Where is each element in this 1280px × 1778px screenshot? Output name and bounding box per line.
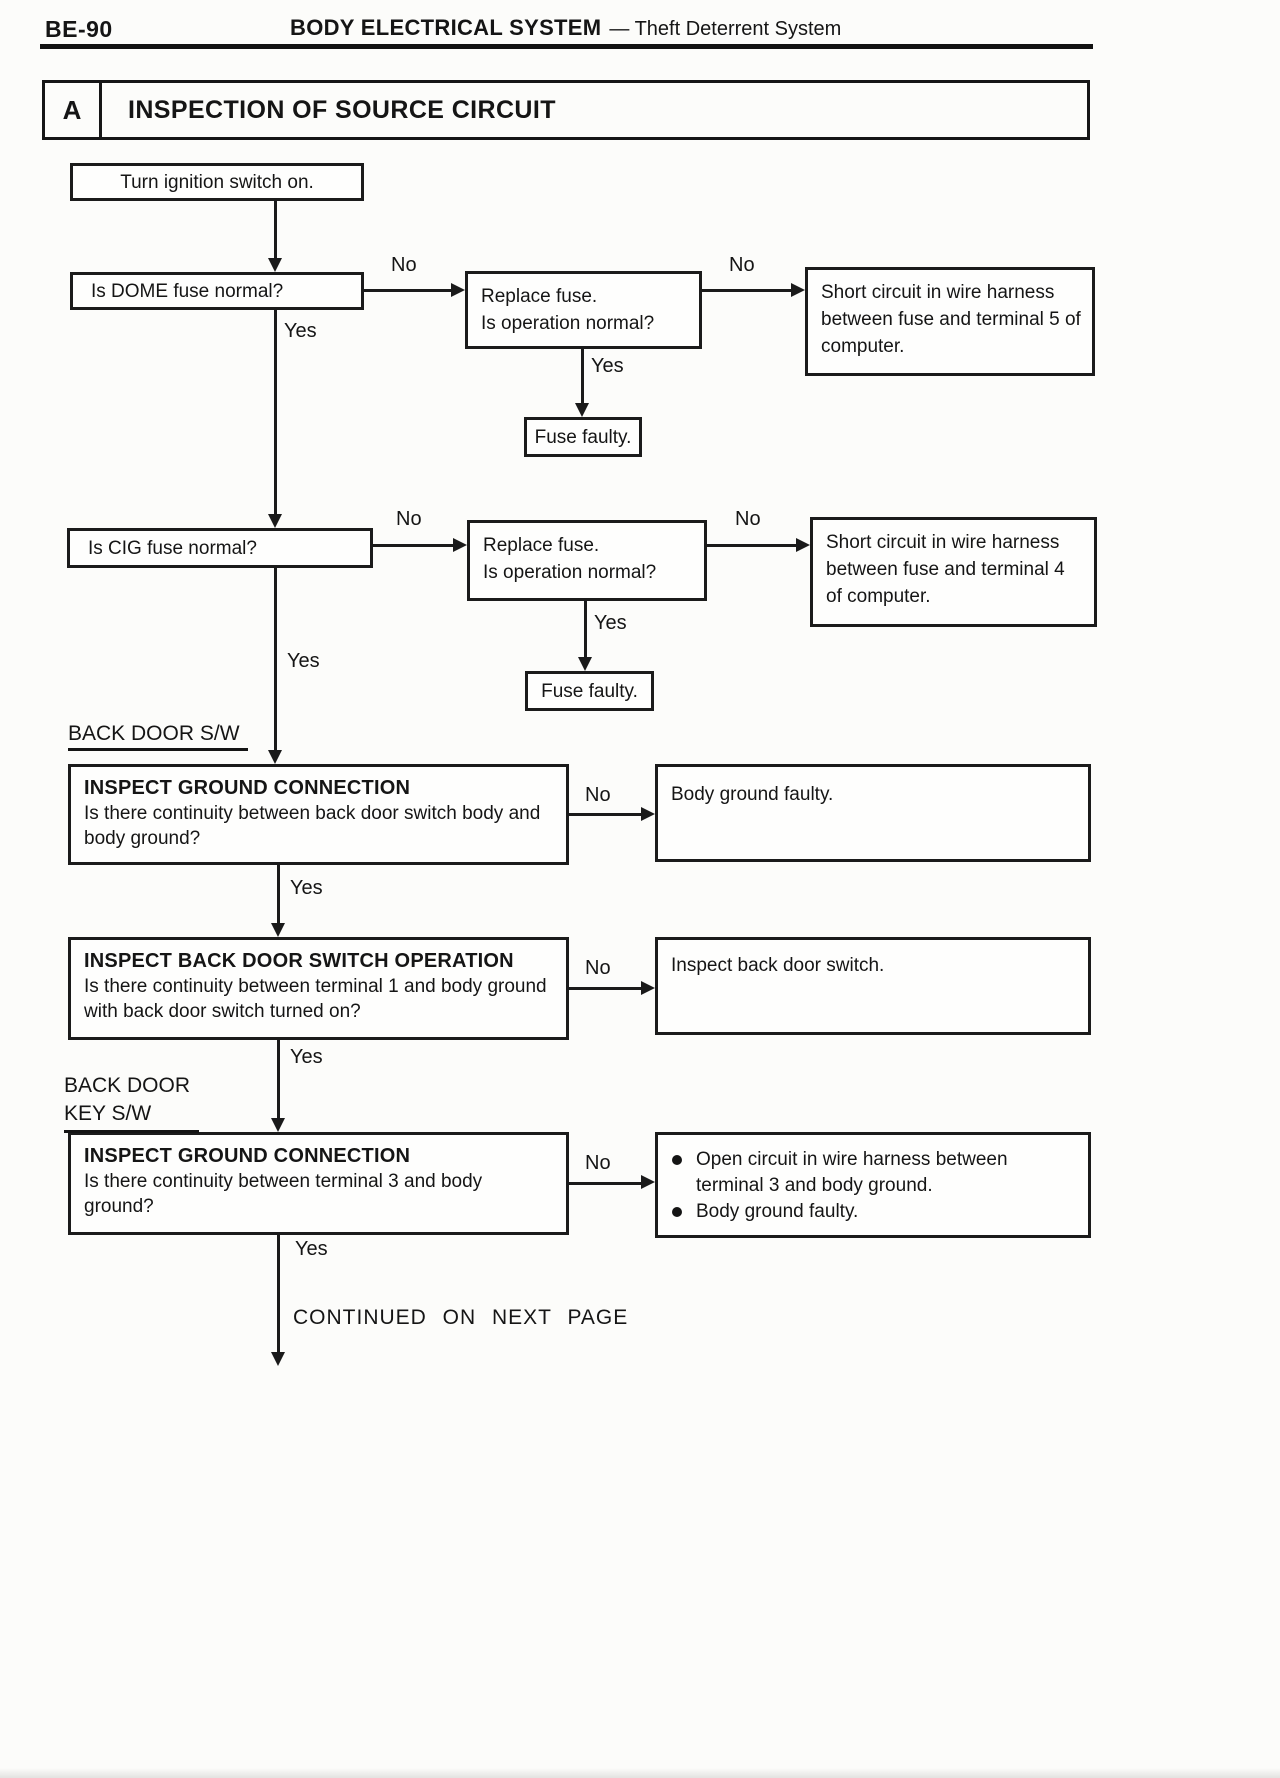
arrow-replace2-to-short4 — [707, 544, 797, 547]
page-header: BODY ELECTRICAL SYSTEM — Theft Deterrent… — [290, 15, 841, 41]
header-subtitle: — Theft Deterrent System — [609, 18, 842, 40]
replace-fuse-dome-line1: Replace fuse. — [481, 286, 598, 307]
arrowhead-right-icon — [641, 1175, 655, 1189]
arrow-replace-to-fusefaulty1 — [581, 349, 584, 404]
arrow-cig-to-replace2 — [373, 544, 454, 547]
node-fuse-faulty-cig: Fuse faulty. — [525, 671, 654, 711]
node-fuse-faulty-dome: Fuse faulty. — [524, 417, 642, 457]
arrow-dome-to-cig — [274, 310, 277, 515]
no-label: No — [735, 508, 761, 530]
no-label: No — [391, 254, 417, 276]
no-label: No — [585, 957, 611, 979]
arrowhead-down-icon — [268, 514, 282, 528]
back-door-key-sw-label: BACK DOOR KEY S/W — [64, 1072, 200, 1133]
inspect-ground-key-body: Is there continuity between terminal 3 a… — [84, 1171, 483, 1217]
replace-fuse-cig-line1: Replace fuse. — [483, 535, 600, 556]
inspect-ground-key-title: INSPECT GROUND CONNECTION — [84, 1145, 411, 1167]
header-title: BODY ELECTRICAL SYSTEM — [290, 15, 602, 40]
yes-label: Yes — [591, 355, 624, 377]
node-short-circuit-terminal5: Short circuit in wire harness between fu… — [805, 267, 1095, 376]
page-bottom-shadow — [0, 1768, 1280, 1778]
arrow-dome-to-replace — [364, 289, 452, 292]
node-body-ground-faulty: Body ground faulty. — [655, 764, 1091, 862]
arrowhead-down-icon — [268, 258, 282, 272]
yes-label: Yes — [290, 1046, 323, 1068]
arrowhead-down-icon — [271, 923, 285, 937]
arrowhead-down-icon — [271, 1118, 285, 1132]
open-circuit-bullet-2: Body ground faulty. — [672, 1199, 1080, 1225]
replace-fuse-dome-line2: Is operation normal? — [481, 313, 655, 334]
open-circuit-bullet-1: Open circuit in wire harness between ter… — [672, 1147, 1080, 1199]
arrow-cig-to-ground1 — [274, 568, 277, 751]
arrowhead-down-icon — [268, 750, 282, 764]
continued-on-next-page-label: CONTINUED ON NEXT PAGE — [293, 1306, 629, 1329]
arrow-replace2-to-fusefaulty2 — [584, 601, 587, 657]
yes-label: Yes — [284, 320, 317, 342]
no-label: No — [585, 784, 611, 806]
node-start: Turn ignition switch on. — [70, 163, 364, 201]
open-circuit-bullet-2-text: Body ground faulty. — [696, 1201, 859, 1222]
arrowhead-right-icon — [451, 283, 465, 297]
replace-fuse-cig-line2: Is operation normal? — [483, 562, 657, 583]
yes-label: Yes — [295, 1238, 328, 1260]
arrow-ground2-to-next-page — [277, 1235, 280, 1353]
section-index-letter: A — [45, 83, 102, 137]
node-replace-fuse-dome: Replace fuse. Is operation normal? — [465, 271, 702, 349]
arrowhead-right-icon — [796, 538, 810, 552]
arrow-replace-to-short5 — [702, 289, 792, 292]
node-inspect-ground-key: INSPECT GROUND CONNECTION Is there conti… — [68, 1132, 569, 1235]
yes-label: Yes — [594, 612, 627, 634]
yes-label: Yes — [287, 650, 320, 672]
arrow-switchop-to-ground2 — [277, 1040, 280, 1119]
no-label: No — [396, 508, 422, 530]
arrow-ground1-to-switchop — [277, 865, 280, 924]
node-cig-fuse: Is CIG fuse normal? — [67, 528, 373, 568]
node-inspect-ground-back-door: INSPECT GROUND CONNECTION Is there conti… — [68, 764, 569, 865]
arrowhead-down-icon — [578, 657, 592, 671]
node-inspect-back-door-switch: Inspect back door switch. — [655, 937, 1091, 1035]
arrowhead-down-icon — [271, 1352, 285, 1366]
inspect-ground-back-door-body: Is there continuity between back door sw… — [84, 803, 541, 849]
header-rule — [40, 44, 1093, 49]
node-replace-fuse-cig: Replace fuse. Is operation normal? — [467, 520, 707, 601]
arrow-start-to-dome — [274, 201, 277, 259]
inspect-switch-operation-title: INSPECT BACK DOOR SWITCH OPERATION — [84, 950, 514, 972]
yes-label: Yes — [290, 877, 323, 899]
back-door-key-line2: KEY S/W — [64, 1100, 200, 1133]
arrowhead-right-icon — [641, 807, 655, 821]
node-open-circuit: Open circuit in wire harness between ter… — [655, 1132, 1091, 1238]
inspect-switch-operation-body: Is there continuity between terminal 1 a… — [84, 976, 547, 1022]
node-inspect-switch-operation: INSPECT BACK DOOR SWITCH OPERATION Is th… — [68, 937, 569, 1040]
arrow-switchop-to-inspectswitch — [569, 987, 642, 990]
back-door-sw-label: BACK DOOR S/W — [68, 722, 248, 751]
arrowhead-right-icon — [453, 538, 467, 552]
back-door-key-line1: BACK DOOR — [64, 1074, 191, 1097]
arrowhead-right-icon — [791, 283, 805, 297]
inspect-ground-back-door-title: INSPECT GROUND CONNECTION — [84, 777, 411, 799]
no-label: No — [585, 1152, 611, 1174]
no-label: No — [729, 254, 755, 276]
section-banner: A INSPECTION OF SOURCE CIRCUIT — [42, 80, 1090, 140]
open-circuit-bullet-1-text: Open circuit in wire harness between ter… — [696, 1149, 1008, 1196]
arrowhead-right-icon — [641, 981, 655, 995]
section-title: INSPECTION OF SOURCE CIRCUIT — [128, 95, 556, 124]
bullet-icon — [672, 1207, 682, 1217]
book-binding-shadow — [1102, 0, 1280, 1778]
bullet-icon — [672, 1155, 682, 1165]
arrow-ground1-to-bodyground — [569, 813, 642, 816]
page-number: BE-90 — [45, 16, 113, 42]
node-short-circuit-terminal4: Short circuit in wire harness between fu… — [810, 517, 1097, 627]
arrow-ground2-to-opencircuit — [569, 1182, 642, 1185]
arrowhead-down-icon — [575, 403, 589, 417]
node-dome-fuse: Is DOME fuse normal? — [70, 272, 364, 310]
